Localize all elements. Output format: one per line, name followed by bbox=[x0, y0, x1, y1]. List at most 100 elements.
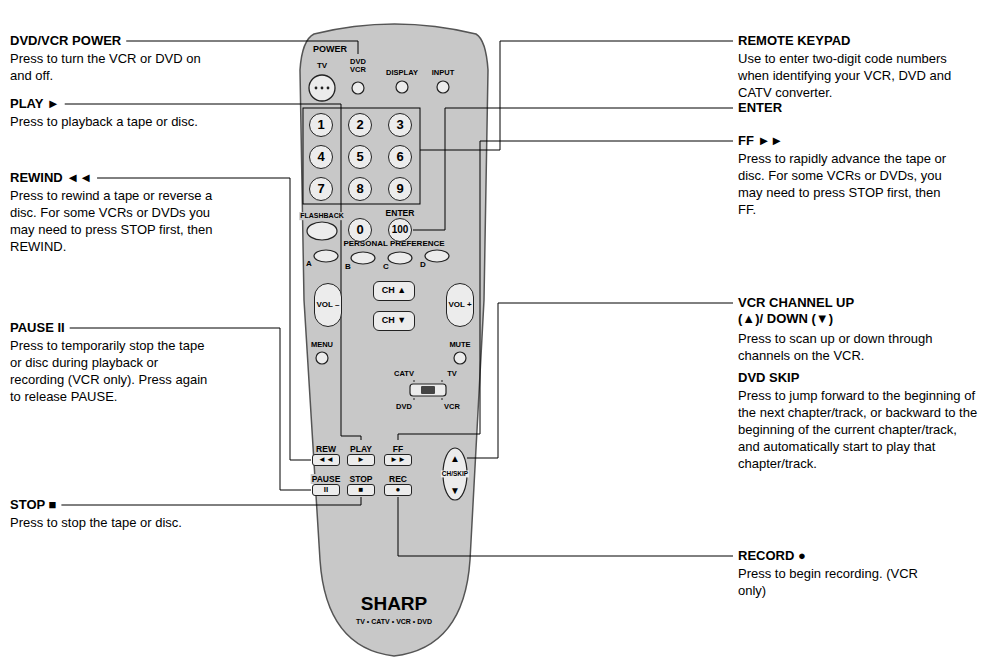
button-text: ►► bbox=[390, 456, 406, 464]
callout-heading: PLAY ► bbox=[10, 96, 60, 112]
transport-button: PAUSEII bbox=[312, 484, 340, 496]
button-text: ● bbox=[396, 486, 401, 494]
transport-button: REW◄◄ bbox=[312, 454, 340, 466]
button-text: VOL – bbox=[317, 301, 340, 309]
button-text: ◄◄ bbox=[318, 456, 334, 464]
preference-button bbox=[314, 250, 338, 262]
keypad-button: 5 bbox=[348, 145, 372, 169]
button-label: SHARP bbox=[360, 594, 429, 615]
keypad-button: 4 bbox=[309, 145, 333, 169]
preference-button bbox=[425, 250, 449, 262]
button-text: 5 bbox=[356, 150, 363, 164]
button-text: 3 bbox=[396, 118, 403, 132]
transport-button: PLAY► bbox=[347, 454, 375, 466]
input-button bbox=[437, 81, 449, 93]
callout-text: Press to playback a tape or disc. bbox=[10, 113, 260, 130]
button-label: DISPLAY bbox=[385, 69, 419, 77]
button-text: 100 bbox=[392, 225, 409, 236]
callout-text: Press to rapidly advance the tape or dis… bbox=[738, 150, 953, 218]
button-label: REW bbox=[315, 444, 337, 454]
keypad-button: 2 bbox=[348, 113, 372, 137]
preference-button bbox=[351, 252, 375, 264]
callout-text: Press to temporarily stop the tape or di… bbox=[10, 337, 210, 405]
button-label: ▲ bbox=[449, 453, 461, 464]
leader-line bbox=[413, 108, 733, 230]
button-label: REC bbox=[388, 474, 408, 484]
button-text: ■ bbox=[359, 486, 364, 494]
button-label: TV bbox=[446, 370, 458, 378]
callout-text: Press to rewind a tape or reverse a disc… bbox=[10, 187, 215, 255]
button-text: ► bbox=[357, 456, 365, 464]
keypad-button: ENTER100 bbox=[388, 218, 412, 242]
button-label: C bbox=[382, 263, 390, 272]
mute-button bbox=[454, 352, 466, 364]
button-label: CATV bbox=[393, 370, 415, 378]
keypad-button: 1 bbox=[309, 113, 333, 137]
button-label: B bbox=[344, 263, 352, 272]
button-label: MENU bbox=[310, 341, 334, 349]
callout-text: Use to enter two-digit code numbers when… bbox=[738, 50, 953, 101]
callout-heading: DVD SKIP bbox=[738, 370, 799, 386]
callout-heading: REWIND ◄◄ bbox=[10, 170, 92, 186]
button-label: ENTER bbox=[385, 208, 416, 218]
display-button bbox=[396, 81, 408, 93]
transport-button: FF►► bbox=[384, 454, 412, 466]
leader-line bbox=[420, 41, 733, 150]
menu-button bbox=[316, 352, 328, 364]
button-text: 6 bbox=[396, 150, 403, 164]
callout-text: Press to turn the VCR or DVD on and off. bbox=[10, 50, 220, 84]
keypad-bracket bbox=[303, 108, 420, 204]
callout-heading: STOP ■ bbox=[10, 497, 56, 513]
button-text: VOL + bbox=[448, 301, 471, 309]
leader-line bbox=[398, 497, 733, 556]
callout-text: Press to scan up or down through channel… bbox=[738, 330, 958, 364]
tv-power-button bbox=[309, 75, 335, 101]
keypad-button: 8 bbox=[348, 177, 372, 201]
button-label: PAUSE bbox=[311, 474, 342, 484]
transport-button: REC● bbox=[384, 484, 412, 496]
keypad-button: 7 bbox=[309, 177, 333, 201]
button-label: FLASHBACK bbox=[299, 212, 345, 220]
button-text: 7 bbox=[317, 182, 324, 196]
button-label: CH/SKIP bbox=[441, 470, 469, 477]
rocker-button: CH ▼ bbox=[373, 311, 415, 331]
leader-line bbox=[398, 141, 733, 440]
button-label: VCR bbox=[443, 403, 461, 411]
flashback-button bbox=[307, 222, 337, 240]
button-text: CH ▲ bbox=[382, 286, 406, 295]
callout-heading: ENTER bbox=[738, 100, 782, 116]
callout-heading: PAUSE II bbox=[10, 320, 65, 336]
callout-heading: RECORD ● bbox=[738, 548, 806, 564]
button-text: CH ▼ bbox=[382, 316, 406, 325]
dvd-vcr-power-button bbox=[352, 82, 364, 94]
mode-switch bbox=[410, 384, 446, 396]
keypad-button: 6 bbox=[388, 145, 412, 169]
button-text: II bbox=[324, 486, 328, 494]
keypad-button: 0 bbox=[348, 218, 372, 242]
button-text: 1 bbox=[317, 118, 324, 132]
button-label: TV • CATV • VCR • DVD bbox=[355, 618, 433, 626]
button-label: ▼ bbox=[449, 485, 461, 496]
button-label: INPUT bbox=[431, 69, 456, 77]
button-label: D bbox=[419, 261, 427, 270]
button-label: A bbox=[305, 260, 313, 269]
callout-heading: DVD/VCR POWER bbox=[10, 33, 121, 49]
switch-slider bbox=[421, 386, 435, 394]
button-label: PLAY bbox=[349, 444, 373, 454]
callout-heading: REMOTE KEYPAD bbox=[738, 33, 850, 49]
button-text: 8 bbox=[356, 182, 363, 196]
transport-button: STOP■ bbox=[347, 484, 375, 496]
button-label: FF bbox=[392, 444, 404, 454]
button-label: DVD VCR bbox=[346, 58, 370, 75]
button-text: 2 bbox=[356, 118, 363, 132]
button-label: POWER bbox=[312, 45, 348, 55]
rocker-button: VOL + bbox=[446, 283, 474, 327]
button-text: 4 bbox=[317, 150, 324, 164]
rocker-button: CH ▲ bbox=[373, 281, 415, 301]
callout-text: Press to stop the tape or disc. bbox=[10, 514, 260, 531]
remote-body bbox=[300, 24, 488, 656]
button-label: STOP bbox=[349, 474, 374, 484]
button-label: DVD bbox=[395, 403, 413, 411]
button-text: 9 bbox=[396, 182, 403, 196]
